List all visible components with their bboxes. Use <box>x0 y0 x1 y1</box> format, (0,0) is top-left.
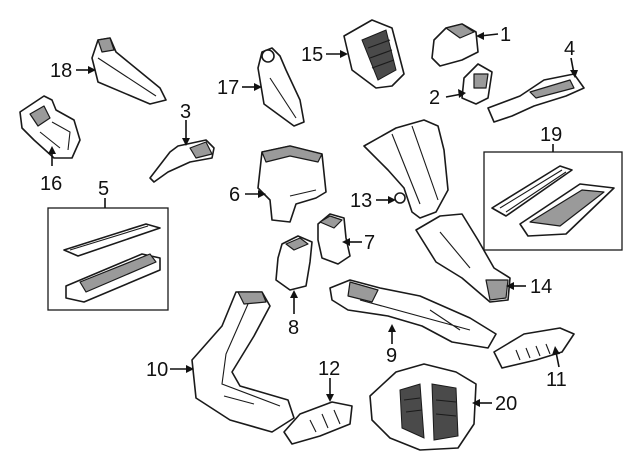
part-20 <box>369 363 477 451</box>
part-9 <box>329 279 497 349</box>
part-1 <box>431 23 479 67</box>
callout-19: 19 <box>540 124 562 146</box>
part-3 <box>149 139 215 183</box>
part-8 <box>275 235 313 291</box>
callout-14: 14 <box>530 276 552 298</box>
part-14 <box>415 213 511 303</box>
callout-5: 5 <box>98 178 109 200</box>
callout-7: 7 <box>364 232 375 254</box>
part-17 <box>257 47 305 127</box>
part-11 <box>493 327 575 369</box>
callout-18: 18 <box>50 60 72 82</box>
callout-20: 20 <box>495 393 517 415</box>
callout-4: 4 <box>564 38 575 60</box>
callout-12: 12 <box>318 358 340 380</box>
part-4 <box>487 73 585 123</box>
callout-2: 2 <box>429 87 440 109</box>
callout-13: 13 <box>350 190 372 212</box>
part-7 <box>317 213 351 265</box>
part-13 <box>363 119 449 219</box>
part-6 <box>257 145 327 223</box>
callout-15: 15 <box>301 44 323 66</box>
callout-9: 9 <box>386 345 397 367</box>
part-10 <box>191 291 295 433</box>
callout-11: 11 <box>546 369 567 391</box>
callout-1: 1 <box>500 24 511 46</box>
part-16 <box>19 95 81 159</box>
callout-labels: 1 2 3 4 5 6 7 8 9 10 11 12 13 14 15 16 1… <box>40 24 575 415</box>
callout-3: 3 <box>180 101 191 123</box>
part-15 <box>343 19 405 89</box>
part-5 <box>47 207 169 311</box>
callout-10: 10 <box>146 359 168 381</box>
callout-6: 6 <box>229 184 240 206</box>
callout-16: 16 <box>40 173 62 195</box>
callout-17: 17 <box>217 77 239 99</box>
part-19 <box>483 151 623 251</box>
part-18 <box>91 37 167 105</box>
part-2 <box>461 63 493 105</box>
callout-arrows <box>48 32 578 407</box>
callout-8: 8 <box>288 317 299 339</box>
part-12 <box>283 401 353 445</box>
